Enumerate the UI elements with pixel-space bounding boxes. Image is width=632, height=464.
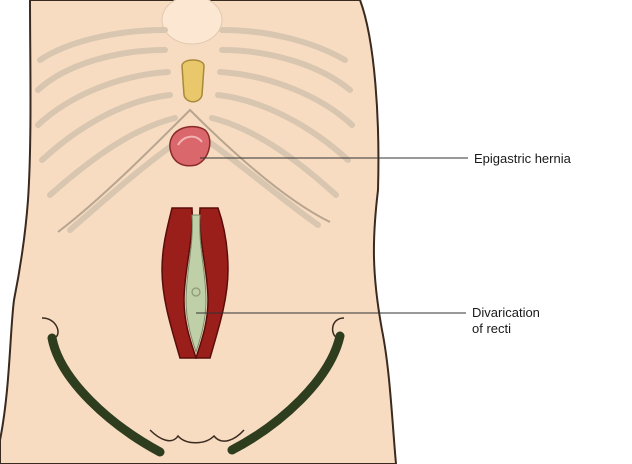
- xiphoid-process: [182, 60, 204, 102]
- label-divarication-of-recti: Divarication of recti: [472, 305, 540, 337]
- label-divarication-line2: of recti: [472, 321, 540, 337]
- epigastric-hernia: [170, 127, 210, 166]
- sternum-top: [162, 0, 222, 44]
- label-divarication-line1: Divarication: [472, 305, 540, 321]
- label-epigastric-hernia: Epigastric hernia: [474, 151, 571, 167]
